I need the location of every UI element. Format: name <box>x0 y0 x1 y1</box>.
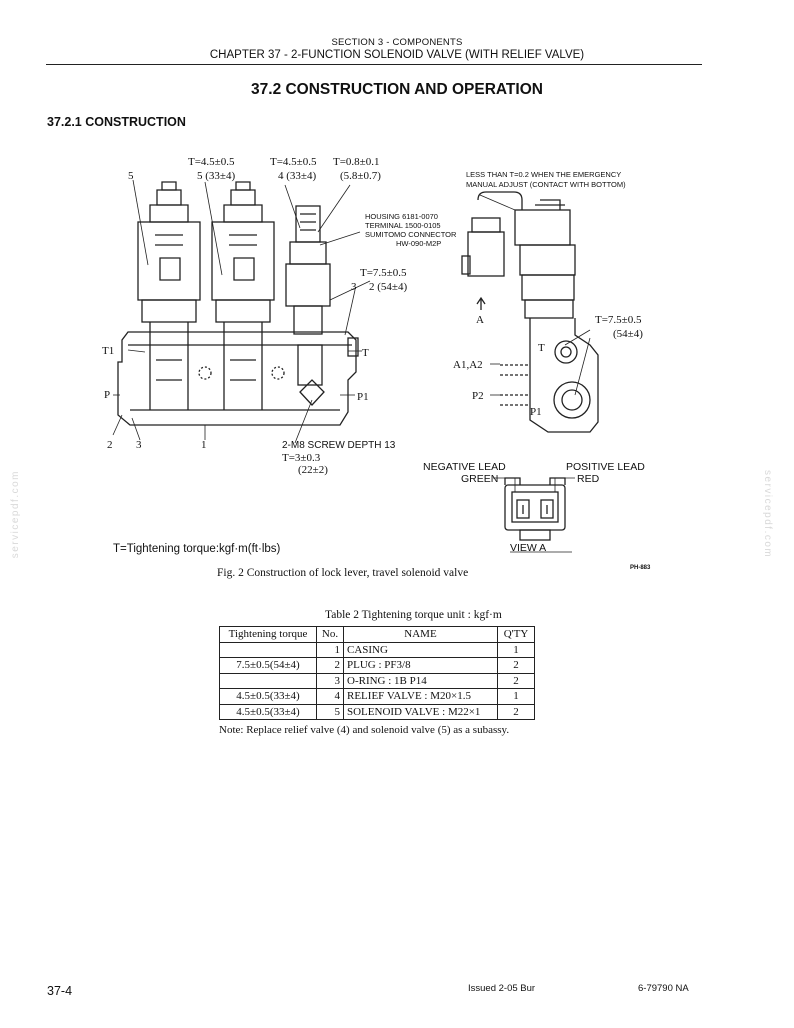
table-note: Note: Replace relief valve (4) and solen… <box>219 724 510 736</box>
label-torque-side: T=7.5±0.5 <box>595 314 642 326</box>
label-torque-solenoid: T=4.5±0.5 <box>188 156 235 168</box>
label-housing-3: SUMITOMO CONNECTOR <box>365 230 457 239</box>
cell-torque: 4.5±0.5(33±4) <box>219 703 317 720</box>
cell-qty: 2 <box>497 672 535 689</box>
torque-table: Tightening torque No. NAME Q'TY 1 CASING… <box>219 626 535 720</box>
cell-qty: 2 <box>497 703 535 720</box>
label-emergency-2: MANUAL ADJUST (CONTACT WITH BOTTOM) <box>466 180 626 189</box>
label-housing-1: HOUSING 6181-0070 <box>365 212 438 221</box>
header-no: No. <box>316 626 344 643</box>
cell-no: 1 <box>316 641 344 658</box>
construction-diagram: T=4.5±0.5 5 (33±4) T=4.5±0.5 4 (33±4) T=… <box>102 156 645 554</box>
table-caption: Table 2 Tightening torque unit : kgf·m <box>325 609 502 621</box>
header-torque: Tightening torque <box>219 626 317 643</box>
chapter-header: CHAPTER 37 - 2-FUNCTION SOLENOID VALVE (… <box>209 49 585 61</box>
header-qty: Q'TY <box>497 626 535 643</box>
cell-qty: 1 <box>497 688 535 705</box>
table-row: 4.5±0.5(33±4) 4 RELIEF VALVE : M20×1.5 1 <box>219 688 535 705</box>
issued-date: Issued 2-05 Bur <box>468 983 536 994</box>
label-torque-relief-ft: 4 (33±4) <box>278 170 316 182</box>
cell-name: O-RING : 1B P14 <box>343 672 498 689</box>
table-row: 3 O-RING : 1B P14 2 <box>219 672 535 689</box>
cell-name: RELIEF VALVE : M20×1.5 <box>343 688 498 705</box>
header-rule <box>46 64 702 65</box>
label-positive-lead: POSITIVE LEAD <box>566 461 645 473</box>
label-part-2: 2 <box>107 439 113 451</box>
label-part-3-top: 3 <box>351 281 357 293</box>
cell-qty: 2 <box>497 657 535 674</box>
label-part-3: 3 <box>136 439 142 451</box>
torque-legend: T=Tightening torque:kgf·m(ft·lbs) <box>113 543 281 555</box>
cell-name: SOLENOID VALVE : M22×1 <box>343 703 498 720</box>
cell-no: 2 <box>316 657 344 674</box>
page-number: 37-4 <box>47 984 73 998</box>
label-port-p1-side: P1 <box>530 406 542 418</box>
label-torque-plug-ft: 2 (54±4) <box>369 281 407 293</box>
label-red: RED <box>577 473 600 485</box>
table-header-row: Tightening torque No. NAME Q'TY <box>219 626 535 643</box>
label-housing-2: TERMINAL 1500-0105 <box>365 221 441 230</box>
watermark-right: servicepdf.com <box>762 470 773 559</box>
section-subtitle: 37.2.1 CONSTRUCTION <box>47 115 186 129</box>
label-screw: 2-M8 SCREW DEPTH 13 <box>282 440 396 451</box>
label-torque-side-ft: (54±4) <box>613 328 643 340</box>
label-port-t-side: T <box>538 342 545 354</box>
label-port-t1: T1 <box>102 345 114 357</box>
label-torque-plug: T=7.5±0.5 <box>360 267 407 279</box>
table-row: 4.5±0.5(33±4) 5 SOLENOID VALVE : M22×1 2 <box>219 703 535 720</box>
cell-no: 4 <box>316 688 344 705</box>
label-part-5: 5 <box>128 170 134 182</box>
cell-name: CASING <box>343 641 498 658</box>
label-housing-4: HW-090-M2P <box>396 239 441 248</box>
label-emergency-1: LESS THAN T=0.2 WHEN THE EMERGENCY <box>466 170 621 179</box>
label-screw-torque-ft: (22±2) <box>298 464 328 476</box>
document-number: 6-79790 NA <box>638 983 689 994</box>
label-screw-torque: T=3±0.3 <box>282 452 321 464</box>
cell-qty: 1 <box>497 641 535 658</box>
label-port-a1a2: A1,A2 <box>453 359 483 371</box>
label-port-p1: P1 <box>357 391 369 403</box>
cell-torque <box>219 672 317 689</box>
label-port-p2: P2 <box>472 390 484 402</box>
cell-no: 3 <box>316 672 344 689</box>
table-row: 7.5±0.5(54±4) 2 PLUG : PF3/8 2 <box>219 657 535 674</box>
connector-view-a <box>504 477 566 541</box>
figure-caption: Fig. 2 Construction of lock lever, trave… <box>217 567 469 579</box>
section-header: SECTION 3 - COMPONENTS <box>331 37 463 48</box>
header-name: NAME <box>343 626 498 643</box>
label-negative-lead: NEGATIVE LEAD <box>423 461 506 473</box>
cell-no: 5 <box>316 703 344 720</box>
label-torque-connector-ft: (5.8±0.7) <box>340 170 381 182</box>
page-title: 37.2 CONSTRUCTION AND OPERATION <box>251 81 543 98</box>
label-torque-solenoid-ft: 5 (33±4) <box>197 170 235 182</box>
label-torque-relief: T=4.5±0.5 <box>270 156 317 168</box>
side-view-drawing <box>461 191 599 433</box>
label-green: GREEN <box>461 473 498 485</box>
table-row: 1 CASING 1 <box>219 641 535 658</box>
figure-code: PH-883 <box>630 565 651 571</box>
cell-name: PLUG : PF3/8 <box>343 657 498 674</box>
leader-lines <box>112 179 591 553</box>
cell-torque: 7.5±0.5(54±4) <box>219 657 317 674</box>
label-view-a: VIEW A <box>510 542 546 554</box>
label-torque-connector: T=0.8±0.1 <box>333 156 379 168</box>
label-port-p: P <box>104 389 110 401</box>
valve-body-drawing <box>117 181 359 426</box>
label-part-1: 1 <box>201 439 207 451</box>
label-view-arrow-a: A <box>476 314 484 326</box>
cell-torque <box>219 641 317 658</box>
label-port-t: T <box>362 347 369 359</box>
cell-torque: 4.5±0.5(33±4) <box>219 688 317 705</box>
